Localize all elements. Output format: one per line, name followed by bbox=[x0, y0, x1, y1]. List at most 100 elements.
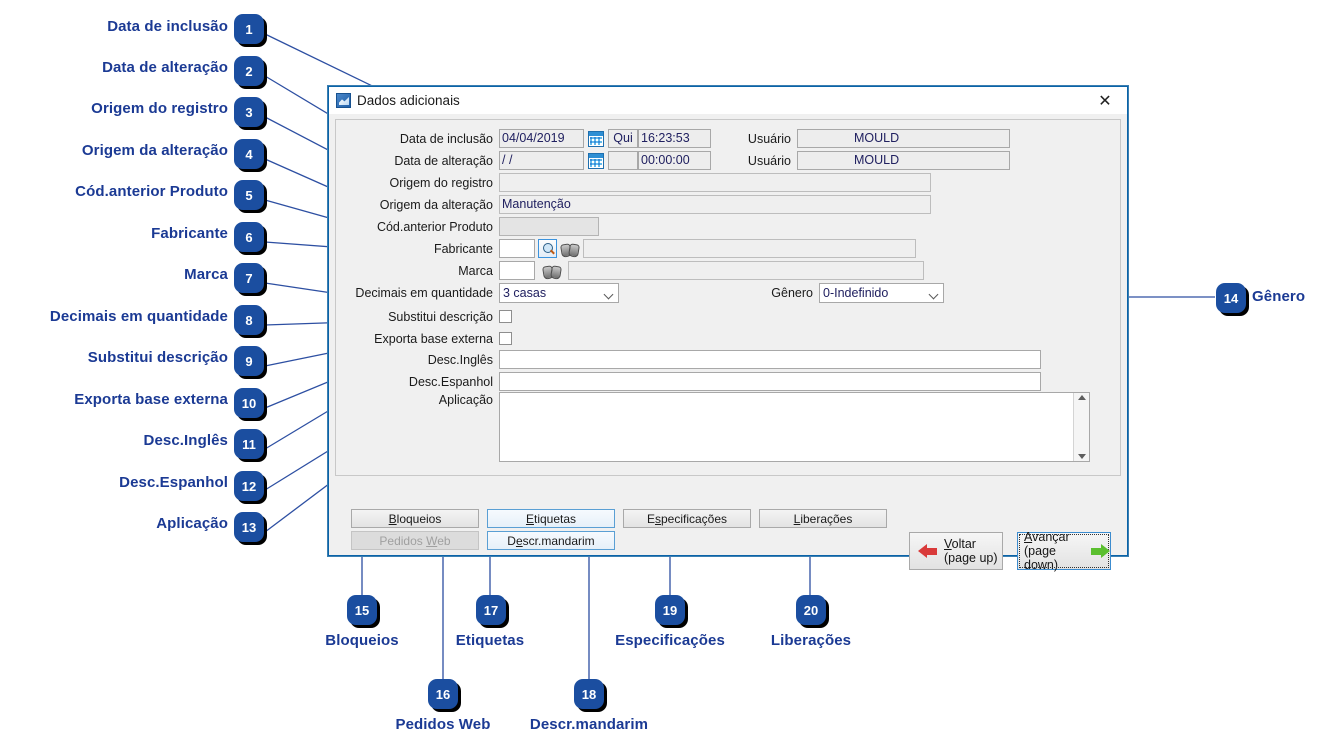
row-data-alteracao: Data de alteração / / 00:00:00 Usuário M… bbox=[336, 150, 1116, 171]
annotation-badge-12: 12 bbox=[234, 471, 264, 501]
etiquetas-button-label: Etiquetas bbox=[525, 511, 577, 526]
input-hora-inclusao[interactable]: 16:23:53 bbox=[638, 129, 711, 148]
pedidos-web-button: Pedidos Web bbox=[351, 531, 479, 550]
label-cod-anterior-produto: Cód.anterior Produto bbox=[376, 219, 493, 234]
annotation-badge-9: 9 bbox=[234, 346, 264, 376]
textarea-aplicacao-body[interactable] bbox=[500, 393, 1073, 461]
annotation-badge-14: 14 bbox=[1216, 283, 1246, 313]
label-usuario-alteracao: Usuário bbox=[747, 153, 791, 168]
label-origem-alteracao: Origem da alteração bbox=[379, 197, 493, 212]
checkbox-exporta-base-externa[interactable] bbox=[499, 332, 512, 345]
annotation-label-20: Liberações bbox=[770, 632, 852, 649]
fields-panel: Data de inclusão 04/04/2019 Qui 16:23:53… bbox=[335, 119, 1121, 476]
textarea-scrollbar[interactable] bbox=[1073, 393, 1089, 461]
input-origem-registro[interactable] bbox=[499, 173, 931, 192]
annotation-label-19: Especificações bbox=[615, 632, 725, 649]
annotation-label-18: Descr.mandarim bbox=[529, 716, 649, 733]
annotation-label-5: Cód.anterior Produto bbox=[75, 183, 228, 200]
annotation-label-14: Gênero bbox=[1252, 288, 1306, 305]
label-aplicacao: Aplicação bbox=[438, 393, 493, 407]
bloqueios-button[interactable]: Bloqueios bbox=[351, 509, 479, 528]
annotation-badge-16: 16 bbox=[428, 679, 458, 709]
voltar-button[interactable]: Voltar (page up) bbox=[909, 532, 1003, 570]
binoculars-icon[interactable] bbox=[543, 264, 561, 278]
especificacoes-button[interactable]: Especificações bbox=[623, 509, 751, 528]
annotation-label-10: Exporta base externa bbox=[74, 391, 228, 408]
input-desc-espanhol[interactable] bbox=[499, 372, 1041, 391]
annotation-badge-15: 15 bbox=[347, 595, 377, 625]
annotation-badge-4: 4 bbox=[234, 139, 264, 169]
row-data-inclusao: Data de inclusão 04/04/2019 Qui 16:23:53… bbox=[336, 128, 1116, 149]
textarea-aplicacao[interactable] bbox=[499, 392, 1090, 462]
annotation-label-11: Desc.Inglês bbox=[143, 432, 228, 449]
annotation-label-1: Data de inclusão bbox=[107, 18, 228, 35]
scroll-down-icon[interactable] bbox=[1077, 454, 1086, 459]
input-hora-alteracao[interactable]: 00:00:00 bbox=[638, 151, 711, 170]
input-marca-nome[interactable] bbox=[568, 261, 924, 280]
label-substitui-descricao: Substitui descrição bbox=[388, 309, 493, 324]
row-desc-ingles: Desc.Inglês bbox=[336, 349, 1116, 370]
annotation-badge-2: 2 bbox=[234, 56, 264, 86]
checkbox-substitui-descricao[interactable] bbox=[499, 310, 512, 323]
input-desc-ingles[interactable] bbox=[499, 350, 1041, 369]
annotation-badge-17: 17 bbox=[476, 595, 506, 625]
annotation-label-12: Desc.Espanhol bbox=[119, 474, 228, 491]
field-weekday-alteracao bbox=[608, 151, 638, 170]
annotation-badge-20: 20 bbox=[796, 595, 826, 625]
annotation-label-3: Origem do registro bbox=[91, 100, 228, 117]
label-marca: Marca bbox=[458, 263, 493, 278]
input-data-inclusao[interactable]: 04/04/2019 bbox=[499, 129, 584, 148]
app-icon bbox=[336, 93, 351, 108]
row-aplicacao: Aplicação bbox=[336, 393, 506, 414]
input-fabricante-nome[interactable] bbox=[583, 239, 916, 258]
label-fabricante: Fabricante bbox=[433, 241, 493, 256]
row-marca: Marca bbox=[336, 260, 1116, 281]
select-decimais-quantidade[interactable]: 3 casas bbox=[499, 282, 619, 303]
arrow-right-icon bbox=[1090, 543, 1110, 559]
row-origem-alteracao: Origem da alteração Manutenção bbox=[336, 194, 1116, 215]
label-desc-espanhol: Desc.Espanhol bbox=[408, 374, 493, 389]
window-titlebar[interactable]: Dados adicionais ✕ bbox=[329, 87, 1127, 114]
descr-mandarim-button[interactable]: Descr.mandarim bbox=[487, 531, 615, 550]
row-fabricante: Fabricante bbox=[336, 238, 1116, 259]
annotation-badge-8: 8 bbox=[234, 305, 264, 335]
etiquetas-button[interactable]: Etiquetas bbox=[487, 509, 615, 528]
input-origem-alteracao[interactable]: Manutenção bbox=[499, 195, 931, 214]
close-icon[interactable]: ✕ bbox=[1098, 91, 1112, 110]
input-cod-anterior-produto[interactable] bbox=[499, 217, 599, 236]
label-decimais-quantidade: Decimais em quantidade bbox=[355, 285, 493, 300]
scroll-up-icon[interactable] bbox=[1077, 395, 1086, 400]
especificacoes-button-label: Especificações bbox=[646, 511, 728, 526]
liberacoes-button[interactable]: Liberações bbox=[759, 509, 887, 528]
select-genero[interactable]: 0-Indefinido bbox=[819, 282, 944, 303]
annotation-badge-18: 18 bbox=[574, 679, 604, 709]
search-icon[interactable] bbox=[538, 239, 557, 258]
annotation-label-16: Pedidos Web bbox=[395, 716, 491, 733]
annotation-label-15: Bloqueios bbox=[325, 632, 399, 649]
label-usuario-inclusao: Usuário bbox=[747, 131, 791, 146]
input-marca-codigo[interactable] bbox=[499, 261, 535, 280]
annotation-badge-5: 5 bbox=[234, 180, 264, 210]
row-exporta-base-externa: Exporta base externa bbox=[336, 328, 1116, 349]
annotation-label-7: Marca bbox=[184, 266, 228, 283]
arrow-left-icon bbox=[918, 543, 938, 559]
annotation-label-2: Data de alteração bbox=[102, 59, 228, 76]
dados-adicionais-dialog: Dados adicionais ✕ Data de inclusão 04/0… bbox=[328, 86, 1128, 572]
annotation-badge-11: 11 bbox=[234, 429, 264, 459]
annotation-label-4: Origem da alteração bbox=[81, 142, 228, 159]
avancar-button[interactable]: Avançar (page down) bbox=[1017, 530, 1111, 572]
calendar-icon[interactable] bbox=[588, 152, 604, 169]
input-data-alteracao[interactable]: / / bbox=[499, 151, 584, 170]
avancar-button-text: Avançar (page down) bbox=[1024, 530, 1084, 572]
binoculars-icon[interactable] bbox=[561, 242, 579, 256]
annotation-label-17: Etiquetas bbox=[455, 632, 525, 649]
label-genero: Gênero bbox=[771, 285, 813, 300]
row-decimais-genero: Decimais em quantidade 3 casas Gênero 0-… bbox=[336, 282, 1116, 303]
annotation-badge-3: 3 bbox=[234, 97, 264, 127]
field-usuario-alteracao: MOULD bbox=[797, 151, 1010, 170]
row-desc-espanhol: Desc.Espanhol bbox=[336, 371, 1116, 392]
annotation-label-6: Fabricante bbox=[151, 225, 228, 242]
calendar-icon[interactable] bbox=[588, 130, 604, 147]
descr-mandarim-button-label: Descr.mandarim bbox=[507, 533, 595, 548]
input-fabricante-codigo[interactable] bbox=[499, 239, 535, 258]
